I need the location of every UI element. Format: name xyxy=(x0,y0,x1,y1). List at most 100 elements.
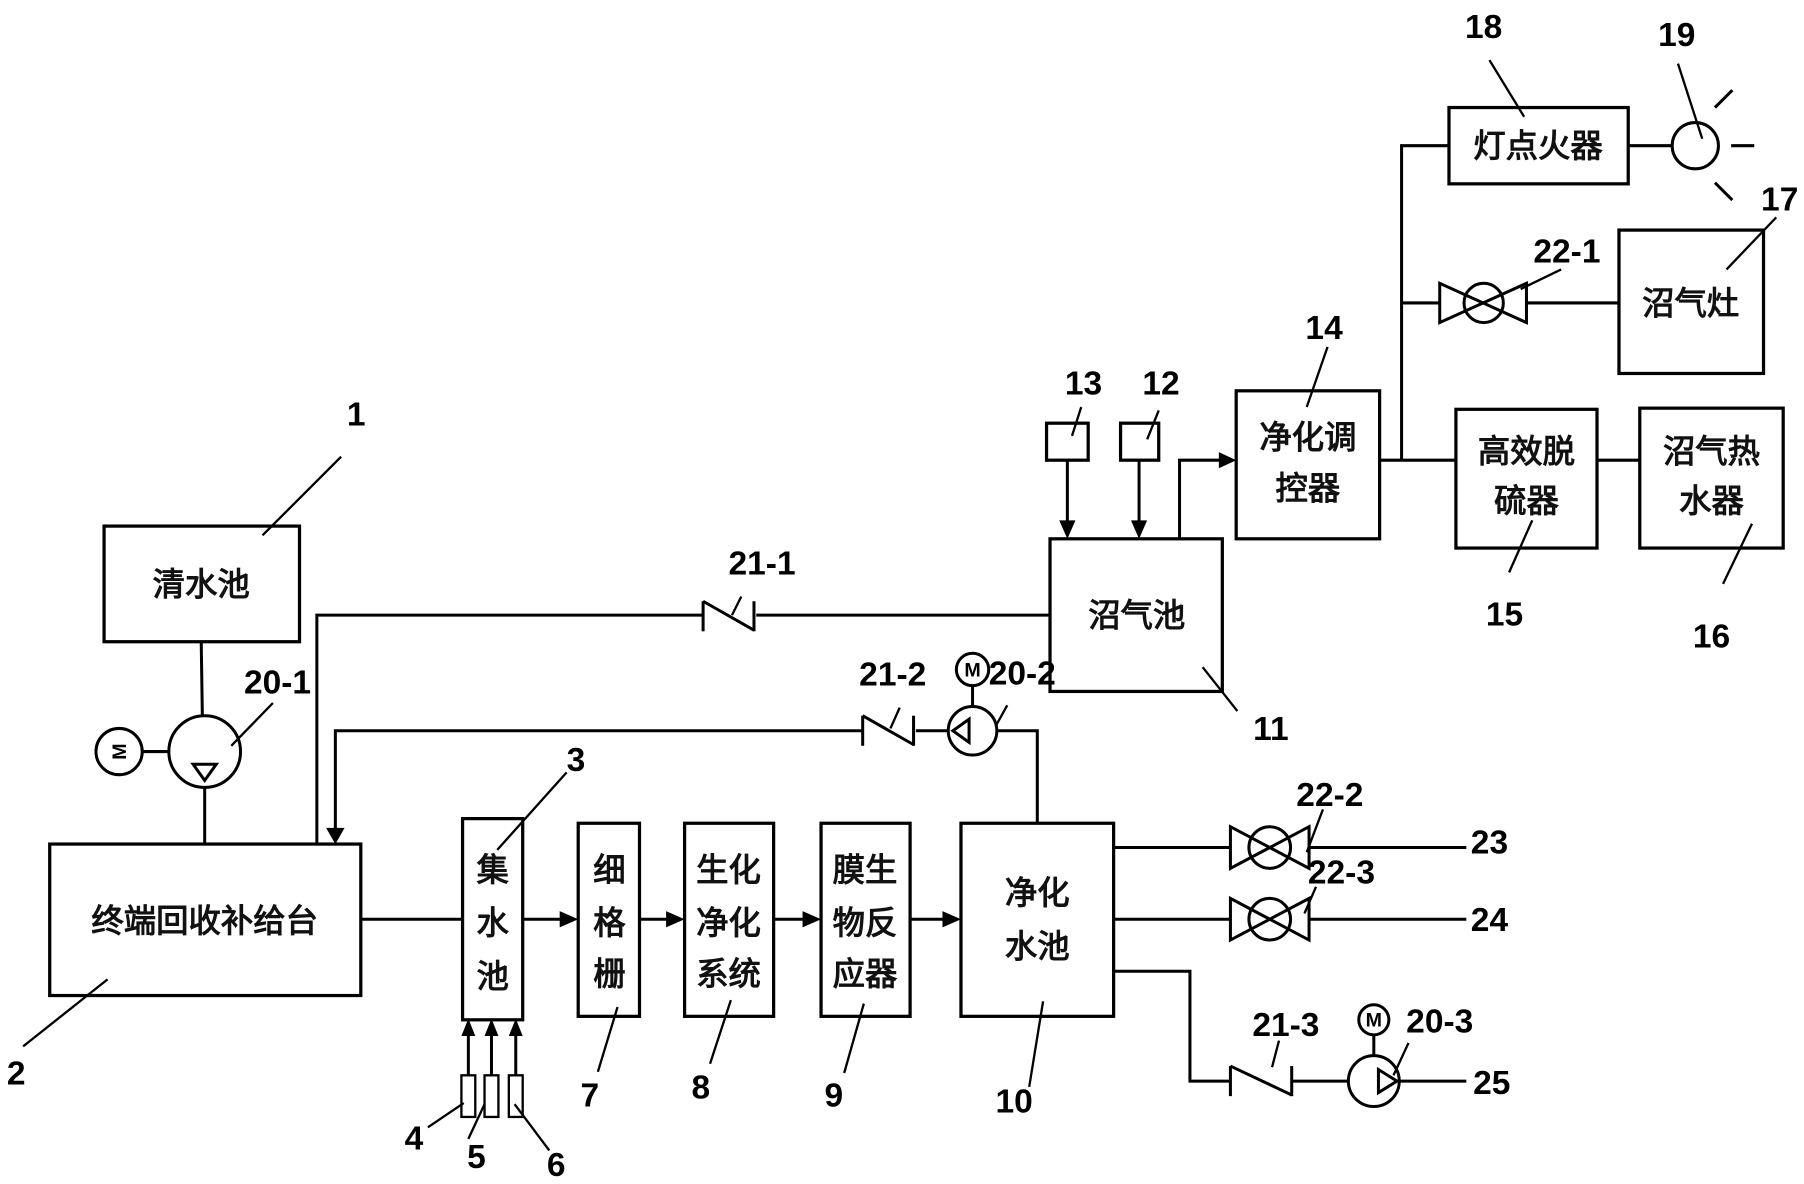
check-valve-flap xyxy=(702,599,755,632)
ref-15: 15 xyxy=(1486,597,1523,634)
leader-15 xyxy=(1508,519,1534,573)
component-14-purification-controller: 净化调 控器 xyxy=(1234,389,1382,541)
pipe-biogas-return-b xyxy=(315,613,704,845)
label-collection-2: 水 xyxy=(476,904,509,942)
ref-20-2: 20-2 xyxy=(989,656,1056,693)
pump-20-1: M xyxy=(94,714,243,789)
pump-icon xyxy=(167,714,243,789)
component-8-biochemical-purification-system: 生化 净化 系统 xyxy=(682,821,776,1018)
label-purified-2: 水池 xyxy=(1005,927,1070,965)
label-collection-3: 池 xyxy=(476,957,508,995)
ref-21-2: 21-2 xyxy=(859,657,926,694)
component-9-membrane-bioreactor: 膜生 物反 应器 xyxy=(819,821,912,1018)
leader-22-2 xyxy=(1305,808,1325,853)
motor-icon xyxy=(1357,1003,1391,1037)
label-biogas-digester: 沼气池 xyxy=(1088,597,1185,635)
label-screen-3: 栅 xyxy=(593,955,625,993)
arrow-to-mbr xyxy=(802,911,822,928)
component-1-clear-water-pool: 清水池 xyxy=(102,524,302,644)
check-valve-flap xyxy=(861,714,915,746)
sensor-6 xyxy=(507,1074,524,1119)
leader-19 xyxy=(1676,63,1704,140)
pump-icon xyxy=(1346,1054,1401,1109)
leader-14 xyxy=(1305,346,1329,408)
ref-20-3: 20-3 xyxy=(1406,1004,1473,1041)
ref-9: 9 xyxy=(824,1078,843,1115)
motor-label: M xyxy=(109,743,131,759)
valve-body xyxy=(1247,825,1293,870)
ref-4: 4 xyxy=(405,1120,424,1157)
leader-12 xyxy=(1146,410,1160,440)
leader-20-2 xyxy=(994,704,1009,727)
check-valve-flap xyxy=(1229,1064,1293,1097)
component-15-desulfurizer: 高效脱 硫器 xyxy=(1454,407,1599,550)
component-17-biogas-stove: 沼气灶 xyxy=(1617,228,1766,376)
leader-21-1 xyxy=(730,596,743,616)
label-screen-2: 格 xyxy=(593,904,626,942)
motor-label: M xyxy=(964,659,980,681)
pump-20-3: M xyxy=(1346,1003,1401,1109)
check-valve-21-2 xyxy=(861,714,916,746)
arrow-sensor-6 xyxy=(508,1018,523,1036)
ref-21-3: 21-3 xyxy=(1252,1007,1319,1044)
check-valve-21-1 xyxy=(701,599,756,632)
arrow-sensor-5 xyxy=(484,1018,499,1036)
ref-6: 6 xyxy=(547,1147,566,1184)
leader-20-1 xyxy=(230,702,274,747)
ref-16: 16 xyxy=(1693,619,1730,656)
label-controller-2: 控器 xyxy=(1276,470,1341,508)
pump-icon xyxy=(946,704,999,757)
pump-direction-icon xyxy=(1376,1066,1400,1096)
leader-2 xyxy=(22,978,109,1048)
ref-12: 12 xyxy=(1142,365,1179,402)
pipe-purified-return-a xyxy=(996,729,1039,824)
lamp-ray-3 xyxy=(1713,181,1734,202)
arrow-sensor-13 xyxy=(1059,520,1076,539)
ref-23: 23 xyxy=(1471,824,1508,861)
motor-icon xyxy=(94,726,144,777)
ref-22-1: 22-1 xyxy=(1533,233,1600,270)
label-mbr-1: 膜生 xyxy=(833,851,898,889)
label-biochem-1: 生化 xyxy=(696,851,761,889)
leader-13 xyxy=(1070,406,1083,437)
ref-24: 24 xyxy=(1471,902,1509,939)
pipe-to-check-21-3 xyxy=(1113,969,1231,1083)
ref-7: 7 xyxy=(580,1078,599,1115)
ref-17: 17 xyxy=(1761,181,1798,218)
ref-11: 11 xyxy=(1253,711,1288,748)
valve-22-3 xyxy=(1228,895,1311,943)
ref-19: 19 xyxy=(1658,17,1695,54)
check-valve-21-3 xyxy=(1228,1064,1294,1097)
ref-25: 25 xyxy=(1473,1065,1510,1102)
label-purified-1: 净化 xyxy=(1005,874,1070,912)
ref-5: 5 xyxy=(467,1139,486,1176)
component-18-lamp-igniter: 灯点火器 xyxy=(1447,105,1630,186)
pump-20-2: M xyxy=(946,651,999,757)
label-desulfurizer-1: 高效脱 xyxy=(1478,433,1575,471)
leader-8 xyxy=(708,999,732,1065)
pipe-purified-return-c xyxy=(333,729,863,831)
valve-22-1 xyxy=(1438,280,1528,325)
pipe-clearwater-to-pump xyxy=(199,641,204,717)
label-desulfurizer-2: 硫器 xyxy=(1494,482,1559,520)
arrow-sensor-4 xyxy=(461,1018,476,1036)
leader-22-1 xyxy=(1520,268,1562,291)
lamp-icon xyxy=(1670,121,1720,171)
arrow-sensor-12 xyxy=(1130,520,1148,539)
component-11-biogas-digester: 沼气池 xyxy=(1048,537,1224,694)
component-2-terminal-recovery-station: 终端回收补给台 xyxy=(48,842,363,998)
sensor-4 xyxy=(460,1074,477,1119)
ref-10: 10 xyxy=(996,1083,1033,1120)
component-19-lamp xyxy=(1670,89,1755,202)
leader-21-2 xyxy=(889,707,901,729)
ref-14: 14 xyxy=(1305,310,1343,347)
leader-lines xyxy=(22,59,1778,1152)
ref-2: 2 xyxy=(7,1056,26,1093)
valve-icon xyxy=(1228,895,1311,943)
component-10-purified-water-pool: 净化 水池 xyxy=(959,821,1116,1018)
motor-icon xyxy=(954,651,991,688)
leader-21-3 xyxy=(1270,1040,1281,1068)
ref-22-3: 22-3 xyxy=(1308,854,1375,891)
arrow-to-purified xyxy=(942,911,961,928)
